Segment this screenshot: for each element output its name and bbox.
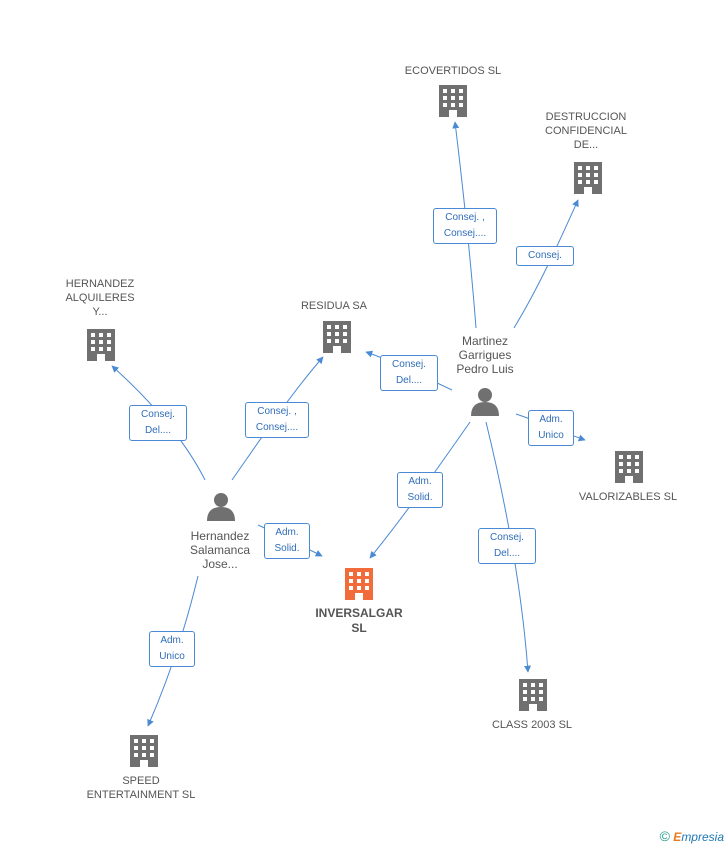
building-icon[interactable] [87,329,115,361]
edge-label-hernandez-alquileres: Consej. Del.... [129,405,187,441]
brand-name: mpresia [681,830,724,844]
copyright-icon: © [659,828,670,844]
main-building-icon[interactable] [345,568,373,600]
node-label-speed[interactable]: SPEED ENTERTAINMENT SL [86,775,196,801]
edge-label-hernandez-residua: Consej. , Consej.... [245,402,309,438]
empresia-logo: © Empresia [660,828,724,844]
building-icon[interactable] [323,321,351,353]
edge-label-hernandez-speed: Adm. Unico [149,631,195,667]
node-label-hernandez-alquileres[interactable]: HERNANDEZ ALQUILERES Y... [65,278,135,318]
building-icon[interactable] [439,85,467,117]
edge-label-martinez-destruccion: Consej. [516,246,574,266]
node-label-residua[interactable]: RESIDUA SA [300,300,368,312]
node-label-inversalgar[interactable]: INVERSALGAR SL [315,606,403,635]
node-label-class2003[interactable]: CLASS 2003 SL [491,719,573,731]
edge-label-martinez-valorizables: Adm. Unico [528,410,574,446]
edge-label-martinez-residua: Consej. Del.... [380,355,438,391]
building-icon[interactable] [574,162,602,194]
edge-label-martinez-inversalgar: Adm. Solid. [397,472,443,508]
edge-label-martinez-ecovertidos: Consej. , Consej.... [433,208,497,244]
node-label-destruccion[interactable]: DESTRUCCION CONFIDENCIAL DE... [545,111,627,151]
building-icon[interactable] [130,735,158,767]
brand-initial: E [673,830,682,844]
building-icon[interactable] [615,451,643,483]
node-label-valorizables[interactable]: VALORIZABLES SL [578,491,678,503]
person-label-martinez[interactable]: Martinez Garrigues Pedro Luis [456,334,514,376]
person-icon[interactable] [471,388,499,416]
person-icon[interactable] [207,493,235,521]
edge-label-martinez-class: Consej. Del.... [478,528,536,564]
node-label-ecovertidos[interactable]: ECOVERTIDOS SL [404,65,502,77]
person-label-hernandez[interactable]: Hernandez Salamanca Jose... [189,529,251,571]
edge-label-hernandez-inversalgar: Adm. Solid. [264,523,310,559]
building-icon[interactable] [519,679,547,711]
